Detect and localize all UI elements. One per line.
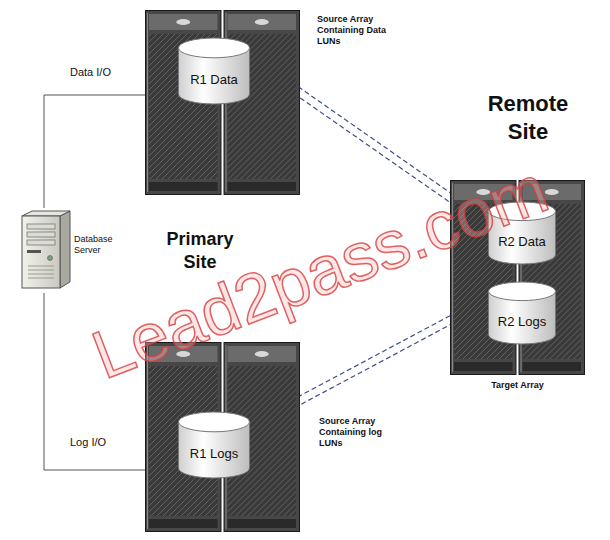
io-link	[44, 293, 145, 470]
drawing-part	[523, 184, 582, 200]
io-link	[44, 95, 145, 208]
drawing-part	[27, 250, 41, 253]
lun-cylinder: R2 Logs	[488, 282, 556, 344]
drawing-part	[523, 362, 582, 371]
drawing-part	[147, 345, 148, 529]
cylinder-top	[489, 282, 556, 301]
drawing-part	[454, 184, 513, 200]
lun-cylinder: R1 Logs	[178, 412, 250, 478]
drawing-part	[228, 519, 297, 528]
drawing-part	[28, 266, 54, 267]
lun-cylinder: R2 Data	[488, 202, 556, 264]
drawing-part	[48, 256, 53, 261]
lun-cylinder: R1 Data	[178, 38, 250, 104]
drawing-part	[149, 346, 218, 362]
lun-name: R1 Logs	[190, 446, 238, 462]
drawing-part	[28, 278, 54, 279]
storage-array: Source Array Containing Data LUNsR1 Data	[145, 10, 300, 195]
node-label: Source Array Containing Data LUNs	[317, 14, 403, 46]
storage-array: Target ArrayR2 DataR2 Logs	[450, 180, 585, 375]
cylinder-top	[489, 202, 556, 221]
drawing-part	[176, 351, 190, 357]
storage-array: Source Array Containing log LUNsR1 Logs	[145, 342, 300, 532]
drawing-part	[228, 14, 297, 30]
drawing-part	[228, 182, 297, 191]
drawing-part	[255, 19, 269, 25]
cylinder-top	[179, 38, 250, 58]
cylinder-top	[179, 412, 250, 432]
drawing-part	[27, 232, 55, 237]
server-shape	[12, 208, 122, 293]
cyl-shape	[488, 202, 556, 264]
node-label: Database Server	[74, 234, 126, 256]
node-label: Target Array	[450, 380, 585, 391]
drawing-part	[545, 189, 559, 195]
database-server: Database Server	[12, 208, 122, 293]
drawing-part	[149, 519, 218, 528]
drawing-part	[149, 182, 218, 191]
drawing-part	[454, 362, 513, 371]
io-label: Log I/O	[70, 436, 106, 449]
drawing-part	[452, 183, 453, 372]
drawing-part	[255, 351, 269, 357]
node-label: Source Array Containing log LUNs	[319, 416, 405, 448]
cyl-shape	[178, 38, 250, 104]
drawing-part	[149, 14, 218, 30]
io-label: Data I/O	[70, 66, 111, 79]
drawing-part	[27, 224, 55, 229]
site-label: Remote Site	[478, 90, 578, 145]
cyl-shape	[178, 412, 250, 478]
drawing-part	[60, 211, 70, 288]
drawing-part	[22, 216, 60, 288]
lun-name: R2 Data	[498, 234, 546, 250]
drawing-part	[27, 240, 55, 245]
drawing-part	[176, 19, 190, 25]
drawing-part	[228, 346, 297, 362]
drawing-part	[22, 211, 70, 216]
lun-name: R2 Logs	[498, 314, 546, 330]
drawing-part	[476, 189, 490, 195]
cyl-shape	[488, 282, 556, 344]
drawing-part	[28, 270, 54, 271]
site-label: Primary Site	[150, 228, 250, 273]
drawing-part	[147, 13, 148, 192]
drawing-part	[28, 274, 54, 275]
lun-name: R1 Data	[190, 72, 238, 88]
